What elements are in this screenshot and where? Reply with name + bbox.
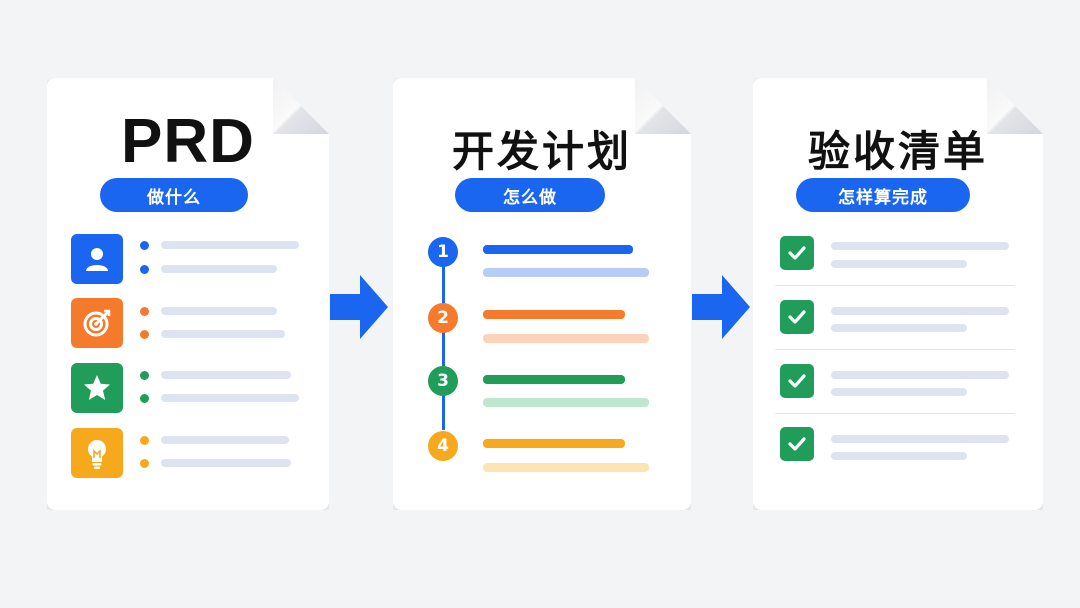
step-line	[483, 310, 625, 319]
timeline-line	[442, 266, 445, 304]
step-line	[483, 268, 649, 277]
row-divider	[775, 349, 1015, 350]
user-icon	[71, 234, 123, 284]
bullet-dot	[140, 330, 149, 339]
check-icon	[780, 236, 814, 270]
checklist-line	[831, 307, 1009, 315]
right-arrow-icon	[692, 275, 750, 339]
step-number-4: 4	[428, 431, 458, 461]
text-line	[161, 265, 277, 273]
checklist-line	[831, 388, 967, 396]
checklist-line	[831, 371, 1009, 379]
bullet-dot	[140, 307, 149, 316]
text-line	[161, 436, 289, 444]
text-line	[161, 241, 299, 249]
check-icon	[780, 300, 814, 334]
checklist-line	[831, 260, 967, 268]
star-icon	[71, 363, 123, 413]
step-line	[483, 398, 649, 407]
text-line	[161, 371, 291, 379]
page-fold	[635, 78, 691, 134]
check-icon	[780, 427, 814, 461]
bullet-dot	[140, 394, 149, 403]
right-arrow-icon	[330, 275, 388, 339]
bullet-dot	[140, 265, 149, 274]
text-line	[161, 459, 291, 467]
check-icon	[780, 364, 814, 398]
text-line	[161, 307, 277, 315]
dev-plan-card: 开发计划 怎么做 1 2 3 4	[393, 78, 691, 510]
bullet-dot	[140, 241, 149, 250]
dev-plan-title: 开发计划	[451, 127, 632, 176]
lightbulb-icon	[71, 428, 123, 478]
text-line	[161, 394, 299, 402]
bullet-dot	[140, 459, 149, 468]
acceptance-title: 验收清单	[807, 127, 988, 176]
page-fold	[273, 78, 329, 134]
bullet-dot	[140, 371, 149, 380]
step-line	[483, 463, 649, 472]
step-number-2: 2	[428, 303, 458, 333]
prd-title: PRD	[121, 107, 255, 176]
bullet-dot	[140, 436, 149, 445]
timeline-line	[442, 394, 445, 430]
step-line	[483, 245, 633, 254]
page-fold	[987, 78, 1043, 134]
acceptance-card: 验收清单 怎样算完成	[753, 78, 1043, 510]
acceptance-subtitle-pill: 怎样算完成	[796, 178, 970, 212]
step-line	[483, 439, 625, 448]
checklist-line	[831, 324, 967, 332]
checklist-line	[831, 435, 1009, 443]
checklist-line	[831, 242, 1009, 250]
step-number-1: 1	[428, 237, 458, 267]
dev-plan-subtitle-pill: 怎么做	[455, 178, 605, 212]
step-line	[483, 334, 649, 343]
prd-card: PRD 做什么	[47, 78, 329, 510]
checklist-line	[831, 452, 967, 460]
timeline-line	[442, 332, 445, 366]
prd-subtitle-pill: 做什么	[100, 178, 248, 212]
row-divider	[775, 413, 1015, 414]
step-line	[483, 375, 625, 384]
step-number-3: 3	[428, 366, 458, 396]
row-divider	[775, 285, 1015, 286]
target-icon	[71, 298, 123, 348]
text-line	[161, 330, 285, 338]
